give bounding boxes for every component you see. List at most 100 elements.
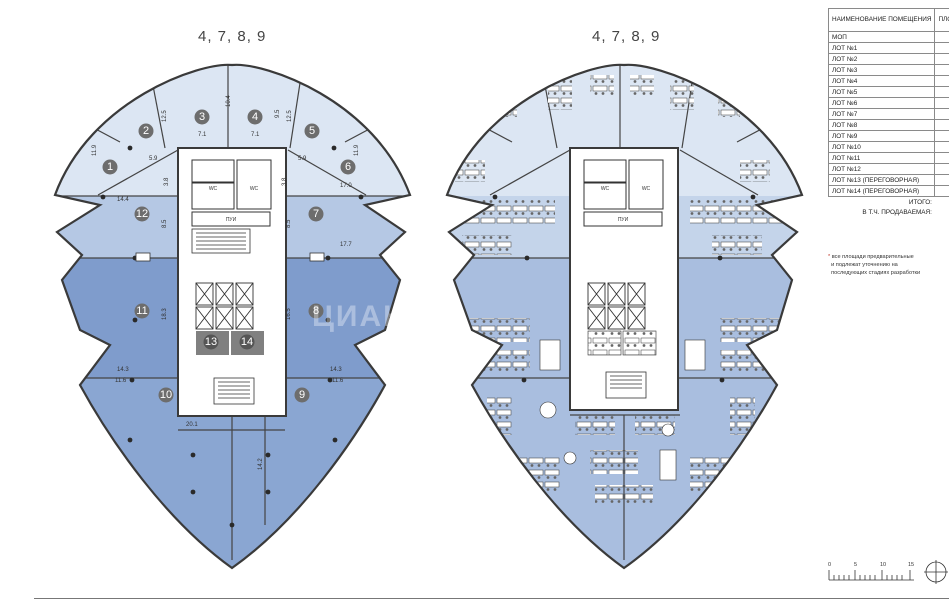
row-area: 250 <box>934 152 949 164</box>
footnote-line3: последующих стадиях разработки <box>831 270 921 276</box>
scale-tick-10: 10 <box>880 562 886 568</box>
svg-text:9.5: 9.5 <box>275 109 281 118</box>
total-row-value: 2 196 <box>935 197 949 208</box>
svg-text:2: 2 <box>143 125 149 137</box>
north-arrow-icon <box>924 560 948 584</box>
svg-text:10.4: 10.4 <box>226 95 232 107</box>
row-name: ЛОТ №14 (ПЕРЕГОВОРНАЯ) <box>827 185 936 197</box>
lot-14-badge[interactable]: 14 <box>239 334 255 350</box>
row-name: ЛОТ №10 <box>827 141 936 153</box>
svg-text:11: 11 <box>136 305 147 317</box>
svg-text:8.5: 8.5 <box>162 219 168 228</box>
dimension-labels: 11.9 5.9 12.5 10.4 7.1 7.1 12.5 9.5 5.9 … <box>92 95 360 470</box>
lot-11-badge[interactable]: 11 <box>134 303 150 319</box>
svg-text:7.1: 7.1 <box>198 132 207 138</box>
svg-text:8: 8 <box>313 305 319 317</box>
table-row: ЛОТ №6112 <box>827 97 949 109</box>
footnote-line1: все площади предварительные <box>831 254 914 260</box>
right-plan-title: 4, 7, 8, 9 <box>592 28 661 45</box>
svg-text:8.5: 8.5 <box>286 219 292 228</box>
scale-bar: 0 5 10 15 <box>828 560 948 584</box>
right-floor-plan: WC WC ПУИ <box>445 63 804 570</box>
svg-text:17.0: 17.0 <box>340 183 352 189</box>
table-row: ЛОТ №11250 <box>827 152 949 164</box>
lot-8-badge[interactable]: 8 <box>308 303 324 319</box>
lot-3-badge[interactable]: 3 <box>194 109 210 125</box>
svg-text:11.6: 11.6 <box>332 378 344 384</box>
table-row: ЛОТ №577 <box>827 86 949 98</box>
lot-13-badge[interactable]: 13 <box>203 334 219 350</box>
svg-text:3.8: 3.8 <box>282 177 288 186</box>
row-name: МОП <box>827 31 936 43</box>
row-area: 320 <box>934 31 949 43</box>
footnote-star: * <box>828 254 831 260</box>
row-name: ЛОТ №1 <box>827 42 936 54</box>
lot-10-badge[interactable]: 10 <box>158 387 174 403</box>
sale-row-value: 1 876 <box>935 207 949 217</box>
row-area: 19 <box>934 185 949 197</box>
lot-12-badge[interactable]: 12 <box>134 206 150 222</box>
bottom-divider <box>34 598 949 599</box>
svg-text:10: 10 <box>160 389 172 401</box>
svg-text:7.1: 7.1 <box>251 132 260 138</box>
row-name: ЛОТ №9 <box>827 130 936 142</box>
table-row: ЛОТ №10355 <box>827 141 949 153</box>
lot-2-badge[interactable]: 2 <box>138 123 154 139</box>
svg-text:12.5: 12.5 <box>162 110 168 122</box>
lot-5-badge[interactable]: 5 <box>304 123 320 139</box>
table-row: ЛОТ №13 (ПЕРЕГОВОРНАЯ)19 <box>827 174 949 186</box>
svg-text:1: 1 <box>107 161 113 173</box>
row-area: 72 <box>934 64 949 76</box>
sale-row: В Т.Ч. ПРОДАВАЕМАЯ:1 876 <box>829 207 949 217</box>
lot-1-badge[interactable]: 1 <box>102 159 118 175</box>
lot-9-badge[interactable]: 9 <box>294 387 310 403</box>
row-area: 112 <box>934 97 949 109</box>
table-row: ЛОТ №472 <box>827 75 949 87</box>
table-row: ЛОТ №277 <box>827 53 949 65</box>
left-plan-title: 4, 7, 8, 9 <box>198 28 267 45</box>
footnote: * все площади предварительные и подлежат… <box>828 253 948 277</box>
row-name: ЛОТ №8 <box>827 119 936 131</box>
row-area: 139 <box>934 163 949 175</box>
table-header-name: НАИМЕНОВАНИЕ ПОМЕЩЕНИЯ <box>827 8 936 32</box>
svg-text:17.7: 17.7 <box>340 242 352 248</box>
right-core: WC WC ПУИ <box>569 147 679 411</box>
elevator-shafts <box>195 282 254 330</box>
svg-text:5.9: 5.9 <box>149 156 158 162</box>
left-core: WC WC ПУИ <box>135 147 325 417</box>
lot-6-badge[interactable]: 6 <box>340 159 356 175</box>
pui-label: ПУИ <box>618 217 629 223</box>
svg-text:5.9: 5.9 <box>298 156 307 162</box>
svg-text:14.3: 14.3 <box>330 367 342 373</box>
table-row: ЛОТ №12139 <box>827 163 949 175</box>
pui-label: ПУИ <box>226 217 237 223</box>
table-row: ЛОТ №7139 <box>827 108 949 120</box>
row-name: ЛОТ №2 <box>827 53 936 65</box>
row-area: 139 <box>934 108 949 120</box>
scale-tick-15: 15 <box>908 562 914 568</box>
sale-row-label: В Т.Ч. ПРОДАВАЕМАЯ: <box>862 208 932 216</box>
table-row: ЛОТ №1112 <box>827 42 949 54</box>
wc-label: WC <box>250 186 259 192</box>
svg-text:11.6: 11.6 <box>115 378 127 384</box>
row-name: ЛОТ №5 <box>827 86 936 98</box>
watermark: ЦИАН <box>312 300 407 333</box>
scale-tick-0: 0 <box>828 562 831 568</box>
svg-text:20.1: 20.1 <box>186 422 198 428</box>
row-name: ЛОТ №11 <box>827 152 936 164</box>
row-area: 183 <box>934 130 949 142</box>
row-area: 355 <box>934 141 949 153</box>
svg-text:12.5: 12.5 <box>287 110 293 122</box>
lot-4-badge[interactable]: 4 <box>247 109 263 125</box>
svg-text:3.8: 3.8 <box>164 177 170 186</box>
svg-text:5: 5 <box>309 125 315 137</box>
svg-text:13: 13 <box>205 336 217 348</box>
svg-text:6: 6 <box>345 161 351 173</box>
row-name: ЛОТ №13 (ПЕРЕГОВОРНАЯ) <box>827 174 936 186</box>
row-area: 72 <box>934 75 949 87</box>
wc-label: WC <box>642 186 651 192</box>
lot-7-badge[interactable]: 7 <box>308 206 324 222</box>
svg-text:14.2: 14.2 <box>258 458 264 470</box>
svg-text:3: 3 <box>199 111 205 123</box>
svg-text:4: 4 <box>252 111 258 123</box>
